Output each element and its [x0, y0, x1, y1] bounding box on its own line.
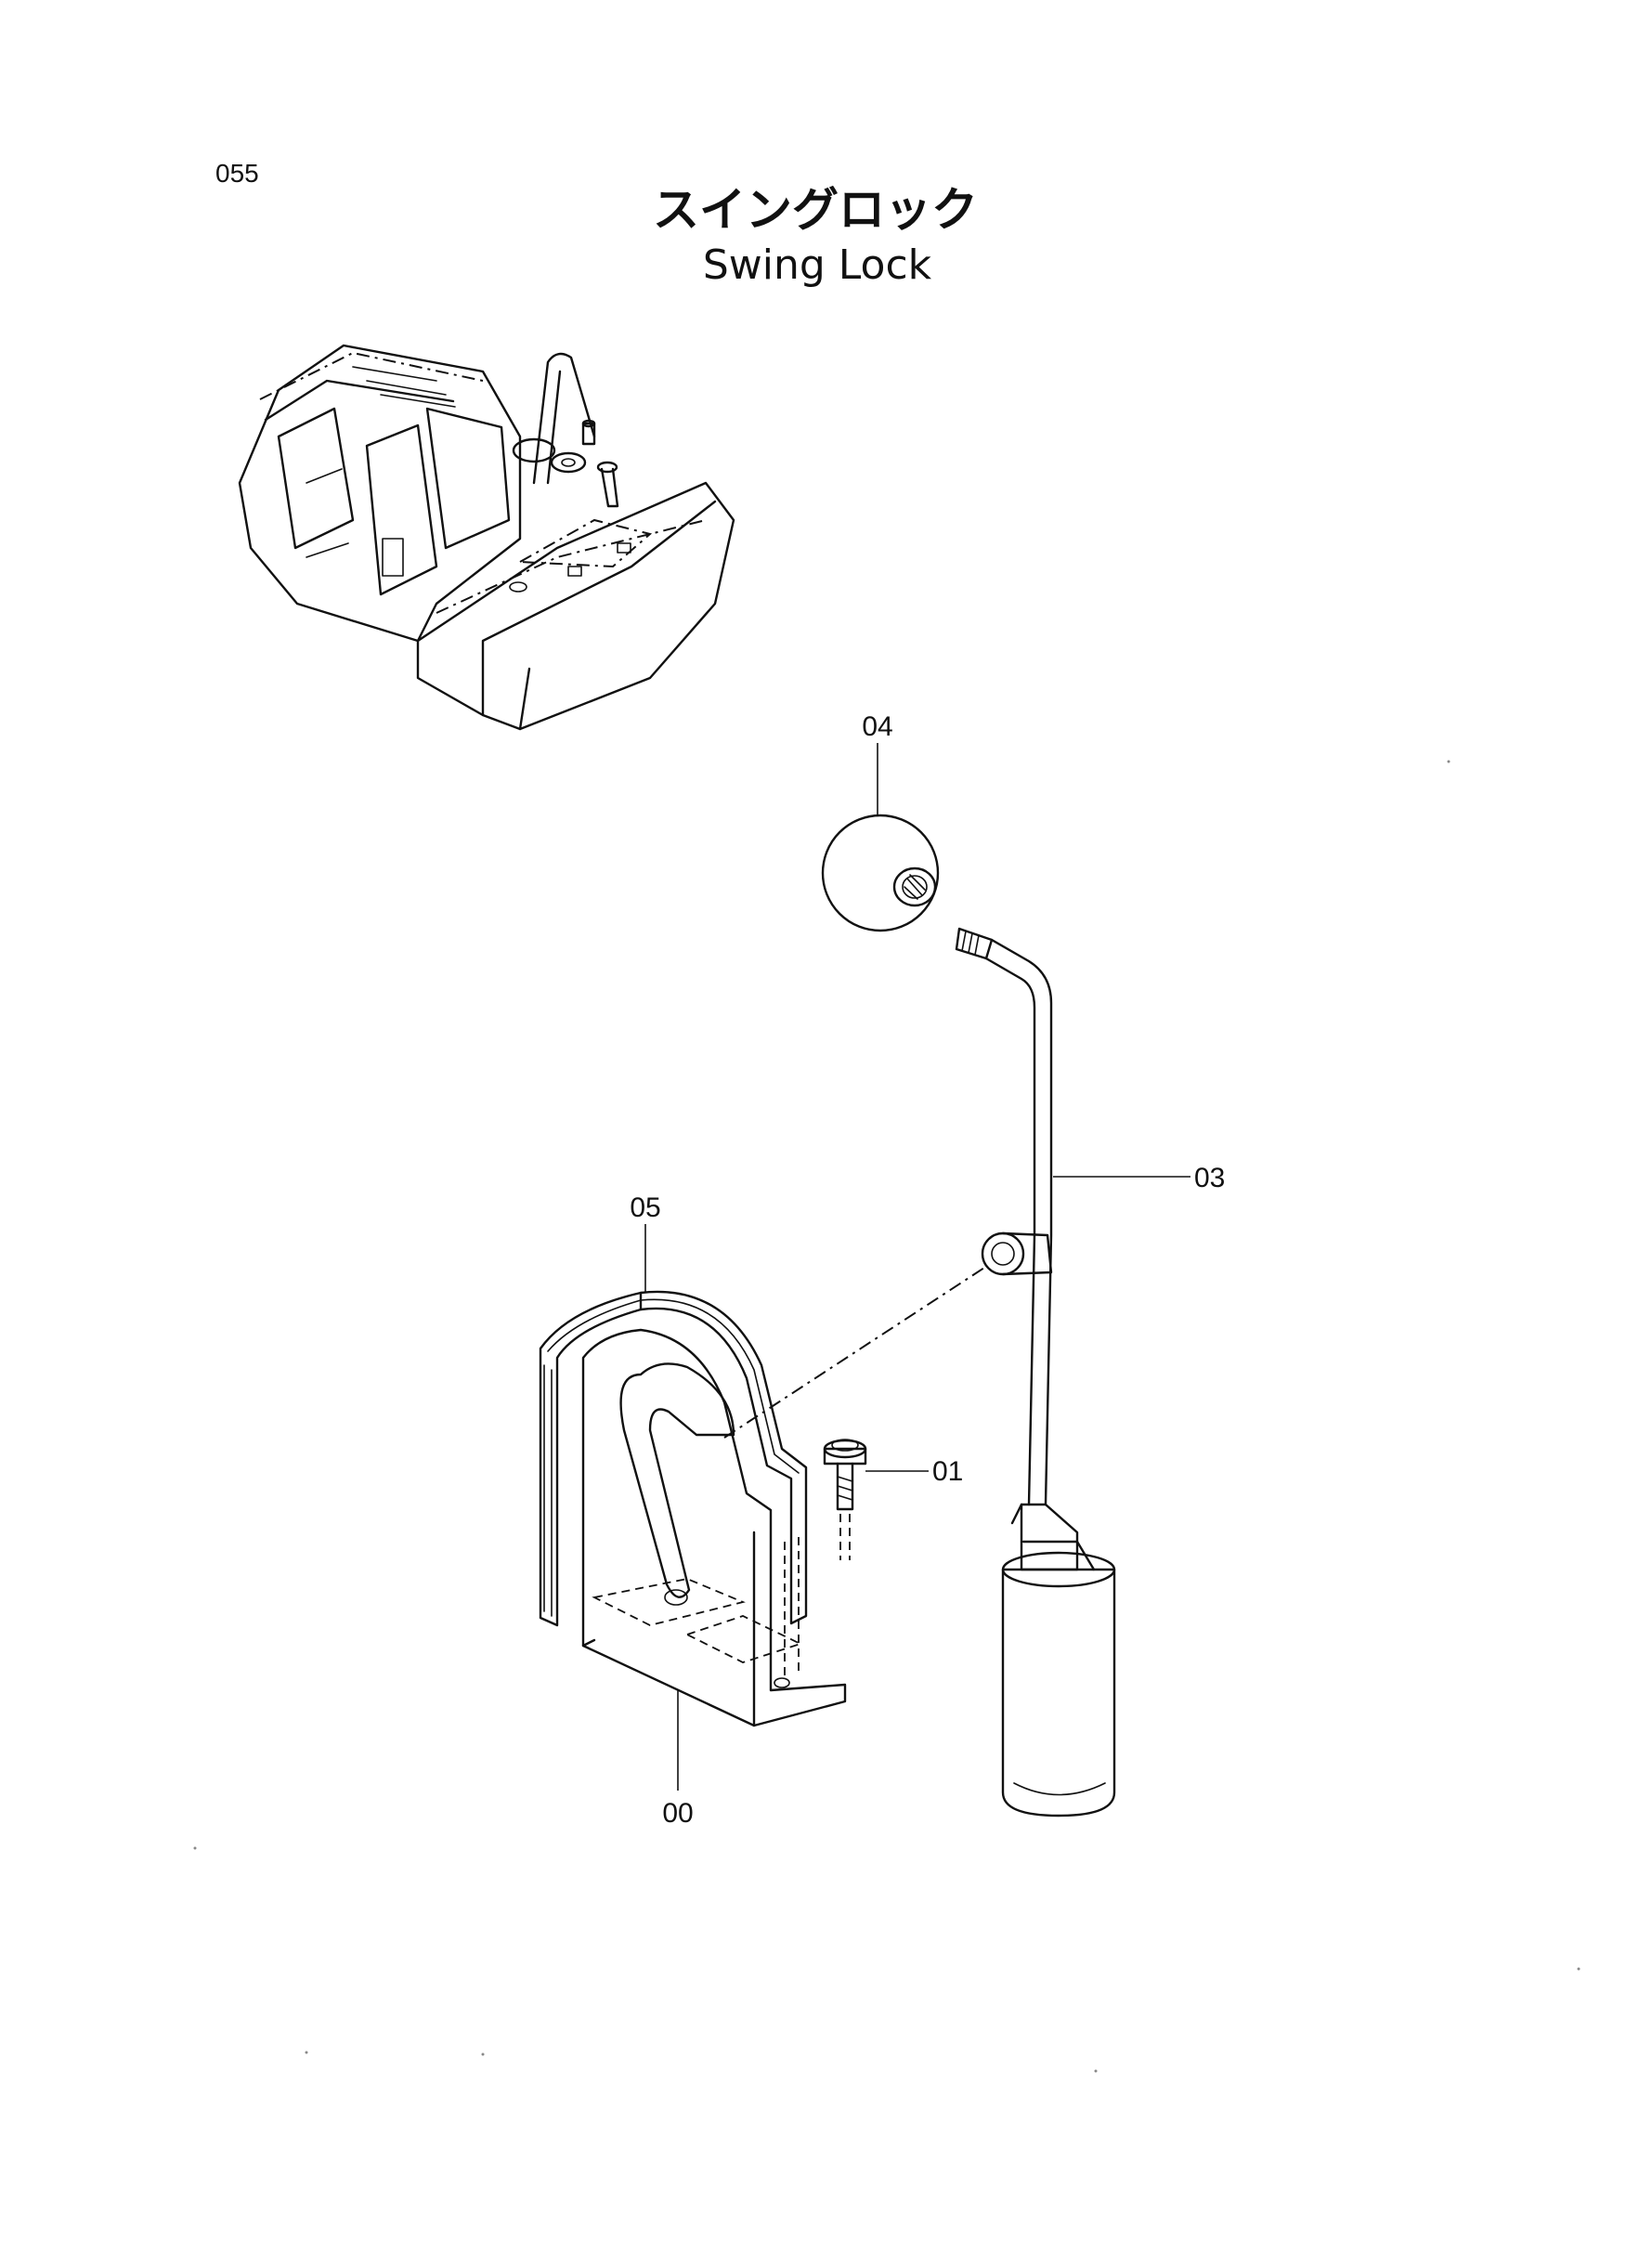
part-00-bracket [581, 1267, 985, 1791]
part-05-gasket [539, 1224, 808, 1627]
callout-03: 03 [1194, 1163, 1225, 1193]
scan-speckle [193, 760, 1580, 2073]
title-english: Swing Lock [703, 241, 932, 289]
callout-00: 00 [662, 1798, 693, 1829]
excavator-locator-view [238, 344, 735, 731]
title-japanese: スイングロック [653, 183, 978, 237]
part-01-bolt [823, 1439, 929, 1560]
callout-04: 04 [862, 711, 892, 742]
part-04-knob [821, 743, 940, 932]
part-03-lever [955, 927, 1190, 1818]
callout-01: 01 [932, 1456, 963, 1487]
page-number: 055 [215, 159, 259, 188]
callout-05: 05 [630, 1192, 660, 1223]
